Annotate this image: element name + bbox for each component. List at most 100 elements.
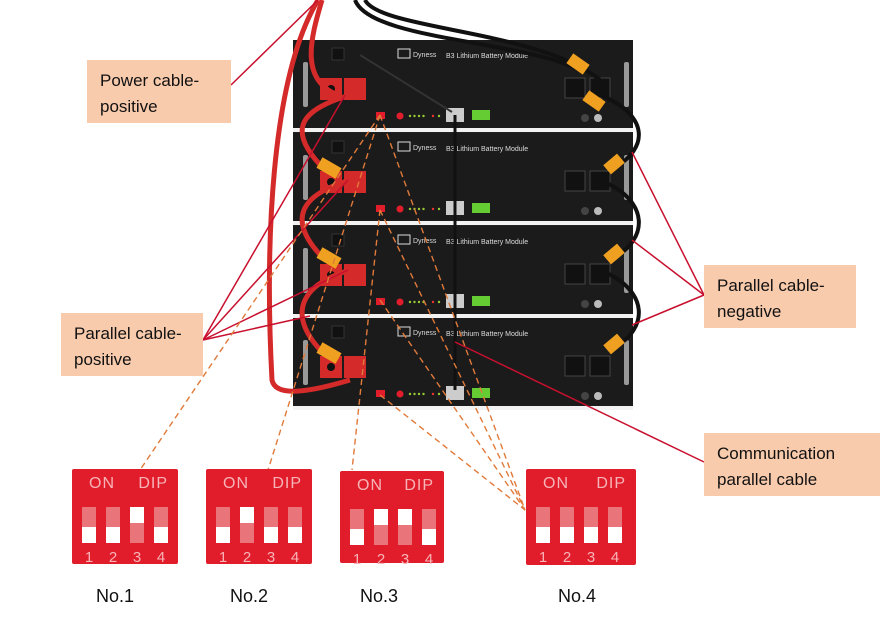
toggle-knob [216,527,230,543]
leader-line [202,94,346,341]
toggle-knob [560,527,574,543]
toggle-knob [288,527,302,543]
terminal-block [472,296,490,306]
brand-logo-icon [397,48,411,59]
run-led [437,114,441,118]
dip-toggle [130,507,144,543]
led [422,114,425,118]
led [417,392,421,396]
ground-stud [581,300,589,308]
dip-caption: No.3 [360,586,399,606]
label-line: Parallel cable- [717,276,825,295]
leader-line [230,0,319,86]
leader-line [202,269,349,341]
dip-position-number: 4 [610,549,620,566]
dip-position-number: 2 [562,549,572,566]
dip-position-number: 4 [290,549,300,566]
positive-terminal-2 [344,264,366,286]
dip-toggle [154,507,168,543]
cable-connector [603,243,625,265]
dip-position-number: 1 [538,549,548,566]
negative-terminal [564,170,586,192]
dip-toggle [398,509,412,545]
brand-logo-icon [397,326,411,337]
dip-position-number: 4 [156,549,166,566]
dip-switch-mini [376,205,385,212]
run-led [437,392,441,396]
dip-switch-mini [376,390,385,397]
toggle-knob [398,509,412,525]
dip-toggle [350,509,364,545]
led [417,207,421,211]
dip-position-number: 1 [218,549,228,566]
power-switch [331,47,345,61]
ground-stud [581,207,589,215]
dip-pointer-line [351,209,381,471]
dip-caption: No.2 [230,586,269,606]
ground-stud [581,392,589,400]
positive-terminal-2 [344,356,366,378]
terminal-hole [327,363,335,371]
power-cable-positive [266,0,351,394]
module-separator [293,128,633,132]
led [417,300,421,304]
run-led [437,300,441,304]
power-switch [331,325,345,339]
communication-cable-top [359,54,453,113]
toggle-knob [240,507,254,523]
handle-right [624,155,629,200]
label-line: Communication [717,444,836,463]
toggle-knob [106,527,120,543]
module-separator [293,314,633,318]
dip-pointer-line [379,114,526,511]
reset-button [396,390,404,398]
model-text: B3 Lithium Battery Module [446,53,528,60]
dip-pointer-line [379,299,526,511]
power-cable-negative [353,0,581,72]
model-text: B3 Lithium Battery Module [446,146,528,153]
dip-pointer-lines [139,114,526,511]
cable-connector [316,157,342,179]
handle-right [624,248,629,293]
label-line: positive [74,350,132,369]
dip-position-number: 3 [266,549,276,566]
ground-stud-2 [594,114,602,122]
brand-name: Dyness [413,52,437,59]
alarm-led [431,114,435,118]
leader-line [631,239,705,296]
led [417,114,421,118]
dip-toggle [82,507,96,543]
dip-position-number: 1 [352,551,362,568]
parallel-cable-positive [299,177,351,262]
label-line: Parallel cable- [74,324,182,343]
dip-position-number: 2 [108,549,118,566]
leader-line [202,315,311,341]
dip-toggle [264,507,278,543]
toggle-knob [374,509,388,525]
dip-toggle [374,509,388,545]
dip-caption: No.4 [558,586,597,606]
dip-on-label: ON [357,477,383,494]
reset-button [396,112,404,120]
led [422,207,425,211]
ground-stud [581,114,589,122]
dip-dip-label: DIP [138,475,168,492]
dip-pointer-line [139,114,381,471]
ground-stud-2 [594,300,602,308]
toggle-knob [608,527,622,543]
battery-module: Dyness B3 Lithium Battery Module [293,40,633,132]
dip-toggle [216,507,230,543]
led [408,207,412,211]
dip-position-number: 3 [400,551,410,568]
dip-pointer-line [379,394,526,511]
alarm-led [431,392,435,396]
brand-logo-icon [397,141,411,152]
power-switch [331,140,345,154]
led [422,392,425,396]
label-parallel-cable-positive: Parallel cable- positive [61,313,203,376]
brand-name: Dyness [413,238,437,245]
toggle-knob [264,527,278,543]
